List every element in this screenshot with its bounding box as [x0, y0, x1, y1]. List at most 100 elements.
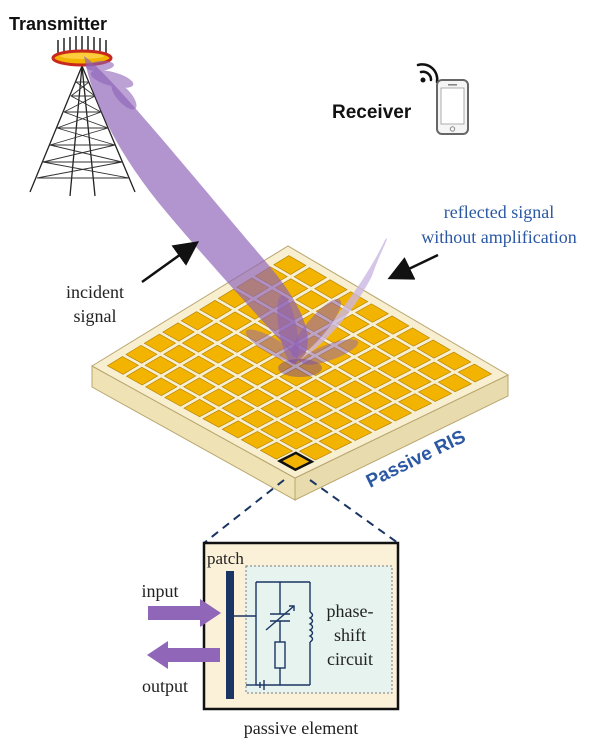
ris-element — [259, 441, 294, 460]
zoom-lines — [203, 479, 399, 544]
ris-element — [273, 255, 307, 275]
ris-element — [417, 383, 453, 402]
ris-element — [337, 358, 372, 378]
ris-element — [437, 351, 472, 371]
ris-element — [163, 366, 197, 386]
wifi-signal-icon — [416, 63, 439, 84]
ris-element — [260, 399, 294, 418]
ris-element — [355, 303, 389, 323]
reflected-beams — [245, 238, 388, 377]
ris-element — [220, 333, 254, 353]
ris-element — [293, 267, 327, 287]
ris-element — [125, 344, 158, 364]
phase-label-line1: phase- — [327, 601, 374, 621]
incident-beam — [84, 56, 308, 362]
reflected-arrow — [387, 253, 439, 280]
ris-element — [338, 380, 373, 399]
ris-element — [318, 411, 353, 430]
ris-element — [295, 290, 329, 310]
ris-element — [181, 333, 215, 353]
ris-element — [260, 420, 294, 439]
ris-element — [240, 410, 275, 429]
ris-element — [437, 373, 473, 393]
ris-element — [106, 356, 139, 375]
ris-element — [144, 355, 178, 375]
reflected-label-line2: without amplification — [421, 227, 576, 247]
ris-element — [397, 371, 432, 391]
ris-element — [338, 401, 373, 420]
incident-label-line2: signal — [74, 306, 117, 326]
ris-element — [397, 349, 432, 369]
highlighted-ris-element — [277, 451, 315, 472]
ris-element — [318, 368, 353, 388]
ris-element — [183, 399, 217, 418]
ris-element — [335, 314, 370, 334]
ris-element — [299, 400, 333, 419]
ris-element — [279, 410, 314, 429]
ris-element — [202, 388, 236, 407]
reflected-label-line1: reflected signal — [444, 202, 554, 222]
ris-element — [199, 300, 232, 320]
ris-element — [125, 366, 159, 386]
ris-element — [417, 361, 452, 381]
ris-element — [357, 348, 392, 367]
ris-element — [200, 322, 234, 342]
incident-label-line1: incident — [66, 282, 124, 302]
ris-element — [376, 337, 411, 357]
ris-element — [396, 327, 431, 347]
ris-element — [416, 339, 451, 359]
ris-element — [378, 403, 413, 422]
ris-element — [240, 431, 274, 449]
ris-element — [220, 356, 254, 375]
ris-element — [375, 315, 410, 335]
output-label: output — [142, 676, 188, 696]
ris-element — [279, 389, 314, 408]
ris-element — [162, 322, 195, 342]
ris-element — [356, 325, 391, 345]
ris-element — [279, 431, 313, 450]
ris-element — [279, 367, 313, 387]
ris-element — [318, 390, 353, 409]
ris-element — [240, 388, 275, 408]
phase-label-line2: shift — [334, 625, 366, 645]
ris-element — [163, 344, 196, 364]
ris-element — [377, 359, 412, 379]
ris-element — [318, 432, 353, 451]
patch-label: patch — [207, 549, 244, 568]
ris-element — [338, 422, 373, 441]
ris-element — [457, 363, 493, 383]
ris-element — [377, 381, 412, 401]
ris-element — [221, 399, 255, 418]
output-arrow — [147, 641, 220, 669]
ris-element — [221, 377, 255, 397]
ris-element — [259, 356, 293, 376]
ris-element — [221, 420, 255, 439]
ris-element — [202, 409, 236, 428]
ris-element — [143, 333, 177, 353]
ris-element — [260, 378, 294, 397]
smartphone-icon — [436, 79, 469, 135]
passive-element-box — [202, 541, 400, 711]
phase-shift-circuit — [234, 581, 314, 690]
input-arrow — [148, 599, 221, 627]
phase-label-line3: circuit — [327, 649, 373, 669]
passive-element-label: passive element — [244, 718, 358, 738]
ris-element — [358, 391, 393, 410]
transmitter-label: Transmitter — [9, 14, 107, 34]
ris-element — [164, 388, 197, 407]
patch-bar — [226, 571, 234, 699]
ris-element — [240, 367, 274, 386]
ris-element — [201, 344, 235, 364]
incident-arrow — [141, 241, 200, 284]
receiver-label: Receiver — [332, 102, 412, 123]
ris-element — [298, 442, 333, 461]
ris-element — [314, 279, 348, 299]
ris-element — [145, 377, 178, 396]
ris-element — [219, 311, 252, 331]
ris-element — [398, 393, 433, 412]
ris-element — [202, 366, 235, 386]
ris-element — [357, 370, 392, 389]
ris-element — [182, 355, 216, 375]
ris-element — [183, 377, 216, 396]
